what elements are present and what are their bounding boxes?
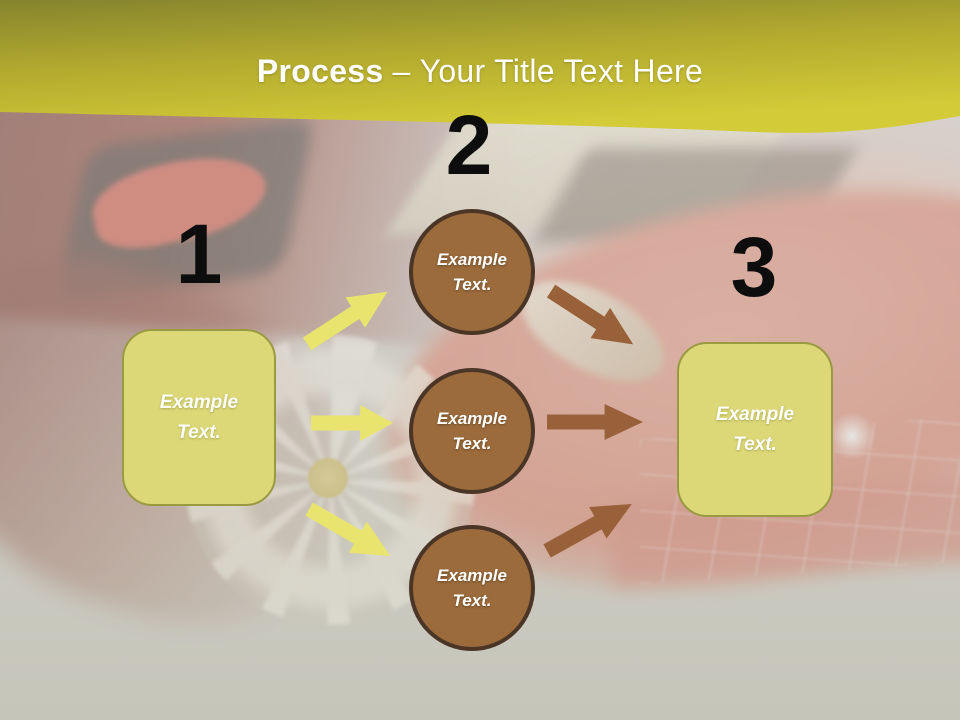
brown-arrow-up-icon	[538, 488, 640, 567]
yellow-arrow-up-icon	[297, 277, 397, 359]
step3-box: Example Text.	[677, 342, 833, 517]
step-number-1: 1	[175, 207, 223, 301]
slide-title: Process–Your Title Text Here	[0, 53, 960, 90]
step2-circle-middle-label: Example Text.	[437, 408, 507, 454]
step2-circle-top-label: Example Text.	[437, 249, 507, 295]
step2-circle-top: Example Text.	[409, 209, 535, 335]
yellow-arrow-down-icon	[300, 493, 399, 571]
header-band	[0, 0, 960, 133]
step-number-3: 3	[730, 220, 778, 314]
step2-circle-middle: Example Text.	[409, 368, 535, 494]
step1-box-label: Example Text.	[159, 392, 239, 443]
step1-box: Example Text.	[122, 329, 276, 506]
title-text: Your Title Text Here	[419, 53, 704, 89]
title-emphasis: Process	[256, 53, 384, 89]
step3-box-label: Example Text.	[715, 404, 795, 455]
bg-light-sparkle	[828, 412, 876, 460]
brown-arrow-down-icon	[541, 276, 643, 360]
step2-circle-bottom-label: Example Text.	[437, 565, 507, 611]
step2-circle-bottom: Example Text.	[409, 525, 535, 651]
yellow-arrow-middle-icon	[311, 405, 393, 441]
bg-wheel-hub	[308, 458, 348, 498]
step-number-2: 2	[445, 98, 493, 192]
title-separator: –	[392, 53, 411, 89]
brown-arrow-middle-icon	[547, 404, 643, 440]
